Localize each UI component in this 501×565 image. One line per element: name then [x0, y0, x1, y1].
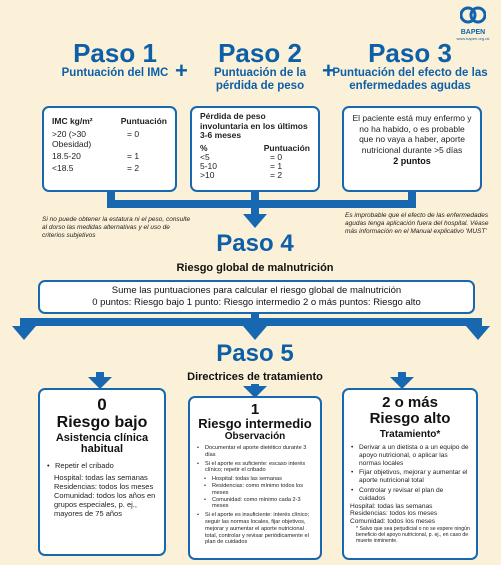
risk-low-title: Riesgo bajo [56, 414, 148, 431]
step4-box: Sume las puntuaciones para calcular el r… [38, 280, 475, 314]
arrow-risk-mid-icon [243, 386, 267, 398]
risk-mid-bullet-3: Si el aporte es insuficiente: interés cl… [197, 512, 314, 546]
risk-mid-box: 1 Riesgo intermedio Observación Document… [188, 396, 322, 560]
arrow-step1 [107, 192, 115, 206]
step3-subtitle: Puntuación del efecto de las enfermedade… [332, 67, 488, 92]
bmi-row-1: >20 (>30 Obesidad) [52, 129, 92, 149]
step5-title: Paso 5 [216, 340, 294, 367]
acute-disease-text: El paciente está muy enfermo y no ha hab… [352, 113, 472, 155]
step3-note: Es improbable que el efecto de las enfer… [345, 212, 489, 235]
arrow-right-stem [474, 318, 482, 328]
arrow-left-stem [20, 318, 28, 328]
bapen-logo: BAPEN www.bapen.org.uk [452, 6, 494, 41]
step2-subtitle: Puntuación de la pérdida de peso [213, 67, 306, 92]
arrow-down-icon [243, 214, 267, 228]
step1-subtitle: Puntuación del IMC [61, 67, 169, 79]
risk-mid-action: Observación [224, 431, 286, 442]
bmi-score-1: = 0 [127, 129, 140, 139]
brand-name: BAPEN [460, 29, 486, 36]
wl-row-2: 5-10 [200, 160, 218, 171]
arrow-mid-down-icon [243, 326, 267, 340]
plus-2: + [322, 58, 335, 83]
step3-box: El paciente está muy enfermo y no ha hab… [342, 106, 482, 192]
bmi-col-header: IMC kg/m² [52, 116, 93, 126]
step4-subtitle: Riesgo global de malnutrición [176, 262, 334, 274]
brand-url: www.bapen.org.uk [456, 36, 490, 41]
risk-high-box: 2 o más Riesgo alto Tratamiento* Derivar… [342, 388, 478, 560]
risk-low-num: 0 [97, 395, 107, 414]
step2-title: Paso 2 [218, 38, 302, 68]
wl-score-3: = 2 [270, 169, 283, 180]
arrow-connector-h [107, 200, 416, 208]
arrow-risk-left [96, 372, 104, 378]
wl-row-1: <5 [200, 151, 210, 162]
arrow-risk-right [398, 372, 406, 378]
wl-score-1: = 0 [270, 151, 283, 162]
risk-high-line-2: Residencias: todos los meses [350, 510, 438, 518]
step4-line1: Sume las puntuaciones para calcular el r… [111, 285, 402, 296]
weight-loss-header: Pérdida de peso involuntaria en los últi… [200, 111, 308, 140]
wl-score-2: = 1 [270, 160, 283, 171]
bmi-score-2: = 1 [127, 151, 140, 161]
arrow-to-step4 [251, 206, 259, 218]
risk-low-line-2: Residencias: todos los meses [54, 482, 154, 491]
risk-high-title: Riesgo alto [369, 410, 451, 427]
acute-disease-points: 2 puntos [393, 156, 431, 166]
risk-high-line-1: Hospital: todas las semanas [350, 502, 433, 510]
risk-high-bullet-2: Fijar objetivos, mejorar y aumentar el a… [351, 469, 470, 485]
risk-mid-num: 1 [250, 401, 260, 418]
risk-mid-sub-3: Comunidad: como mínimo cada 2-3 meses [204, 497, 314, 511]
wl-row-3: >10 [200, 169, 215, 180]
step4-title: Paso 4 [216, 230, 294, 257]
risk-high-footnote: * Salvo que sea perjudicial o no se espe… [356, 525, 470, 544]
bmi-row-2: 18.5-20 [52, 151, 81, 161]
risk-high-action: Tratamiento* [379, 429, 441, 440]
score-col-header: Puntuación [120, 116, 167, 126]
risk-mid-sub-1: Hospital: todas las semanas [204, 476, 314, 483]
bmi-score-3: = 2 [127, 163, 140, 173]
step5-subtitle: Directrices de tratamiento [187, 371, 323, 383]
arrow-mid-stem [251, 314, 259, 326]
risk-high-num: 2 o más [382, 394, 438, 411]
step1-title: Paso 1 [73, 38, 157, 68]
bapen-logo-icon [459, 6, 487, 24]
risk-high-line-3: Comunidad: todos los meses [350, 518, 436, 526]
step1-box: IMC kg/m² Puntuación >20 (>30 Obesidad) =… [42, 106, 177, 192]
risk-mid-bullet-2: Si el aporte es suficiente: escaso inter… [197, 461, 314, 475]
wl-score-col-header: Puntuación [263, 142, 310, 153]
arrow-risk-right-icon [390, 377, 414, 389]
risk-mid-bullet-1: Documentar el aporte dietético durante 3… [197, 445, 314, 459]
risk-low-action: Asistencia clínica habitual [55, 432, 149, 455]
arrow-step2 [251, 192, 259, 208]
risk-low-bullet: Repetir el cribado [47, 461, 158, 470]
percent-col-header: % [200, 142, 208, 153]
risk-low-line-1: Hospital: todas las semanas [54, 473, 148, 482]
step1-note: Si no puede obtener la estatura ni el pe… [42, 216, 191, 239]
arrow-step3 [408, 192, 416, 206]
arrow-right-down-icon [466, 326, 490, 340]
step2-box: Pérdida de peso involuntaria en los últi… [190, 106, 320, 192]
risk-low-line-3: Comunidad: todos los años en grupos espe… [54, 491, 156, 518]
step3-title: Paso 3 [368, 38, 452, 68]
risk-low-box: 0 Riesgo bajo Asistencia clínica habitua… [38, 388, 166, 556]
arrow-left-down-icon [12, 326, 36, 340]
risk-high-bullet-3: Controlar y revisar el plan de cuidados [351, 487, 470, 503]
risk-mid-title: Riesgo intermedio [198, 416, 312, 431]
step4-line2: 0 puntos: Riesgo bajo 1 punto: Riesgo in… [92, 297, 421, 308]
risk-mid-sub-2: Residencias: como mínimo todos los meses [204, 483, 314, 497]
plus-1: + [175, 58, 188, 83]
bmi-row-3: <18.5 [52, 163, 74, 173]
arrow-risk-left-icon [88, 377, 112, 389]
risk-high-bullet-1: Derivar a un dietista o a un equipo de a… [351, 444, 470, 467]
